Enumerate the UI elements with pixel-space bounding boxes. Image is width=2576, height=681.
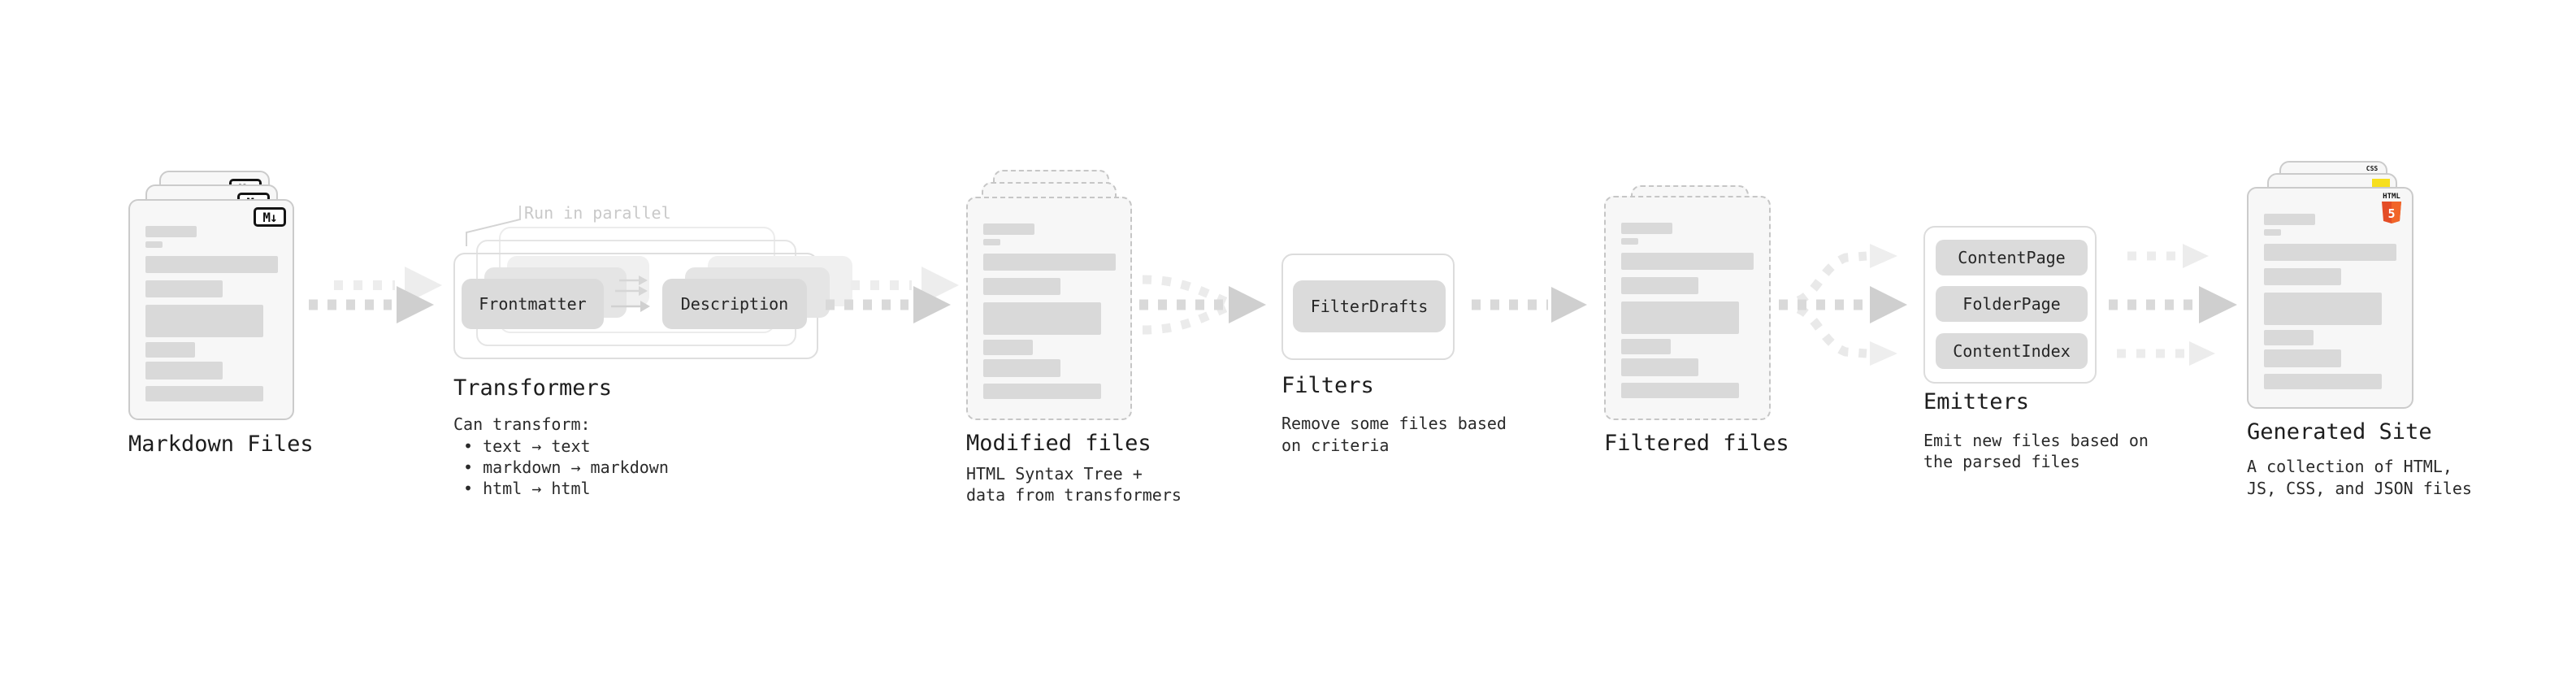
transformers-bullet: • text → text [463, 436, 591, 456]
filtered-file-card-front [1604, 196, 1771, 420]
arrow-filtered-to-emitters [1779, 244, 1907, 366]
transformers-label: Transformers [453, 375, 613, 401]
text-placeholder-bar [983, 384, 1101, 399]
text-placeholder-bar [145, 386, 263, 401]
text-placeholder-bar [1621, 358, 1698, 376]
text-placeholder-bar [983, 302, 1101, 335]
text-placeholder-bar [983, 278, 1060, 295]
text-placeholder-bar [145, 226, 197, 237]
contentindex-pill: ContentIndex [1936, 333, 2088, 369]
css-icon-label: CSS [2366, 165, 2379, 172]
text-placeholder-bar [2264, 244, 2396, 261]
arrow-modified-to-filters [1139, 275, 1266, 335]
text-placeholder-bar [1621, 238, 1638, 245]
emitters-subline: the parsed files [1923, 452, 2080, 471]
text-placeholder-bar [1621, 383, 1739, 398]
markdown-files-label: Markdown Files [128, 432, 314, 457]
run-in-parallel-connector [466, 206, 521, 246]
markdown-icon: M↓ [254, 207, 286, 227]
text-placeholder-bar [145, 362, 223, 380]
generated-html-file-card: HTML 5 [2247, 187, 2413, 409]
generated-site-subline: JS, CSS, and JSON files [2247, 479, 2472, 498]
text-placeholder-bar [1621, 253, 1754, 270]
arrow-filters-to-filtered [1472, 287, 1587, 323]
emitters-node: ContentPage FolderPage ContentIndex [1923, 226, 2097, 384]
transformers-bullet: • markdown → markdown [463, 458, 669, 477]
text-placeholder-bar [145, 342, 195, 358]
text-placeholder-bar [983, 254, 1116, 271]
modified-files-label: Modified files [966, 431, 1151, 456]
text-placeholder-bar [983, 239, 1000, 245]
modified-files-node [966, 170, 1132, 420]
transformers-node: Frontmatter Description [453, 226, 852, 361]
generated-site-label: Generated Site [2247, 419, 2432, 445]
html5-file-icon: HTML 5 [2381, 193, 2402, 223]
filters-node: FilterDrafts [1281, 254, 1455, 360]
filterdrafts-pill: FilterDrafts [1293, 280, 1446, 332]
html5-icon-word: HTML [2383, 193, 2400, 201]
transformers-desc: Can transform: [453, 414, 591, 434]
text-placeholder-bar [145, 241, 163, 248]
transformer-inner-arrows [611, 275, 650, 312]
text-placeholder-bar [2264, 214, 2315, 225]
text-placeholder-bar [145, 256, 278, 273]
arrow-transformers-to-modified [826, 267, 959, 323]
text-placeholder-bar [2264, 229, 2281, 236]
transformers-bullet: • html → html [463, 479, 591, 498]
text-placeholder-bar [983, 359, 1060, 377]
text-placeholder-bar [983, 223, 1034, 235]
text-placeholder-bar [2264, 349, 2341, 367]
text-placeholder-bar [2264, 330, 2314, 345]
html5-shield-icon: 5 [2382, 202, 2401, 223]
description-pill: Description [662, 279, 807, 329]
text-placeholder-bar [1621, 339, 1671, 354]
emitters-label: Emitters [1923, 389, 2030, 414]
contentpage-pill: ContentPage [1936, 240, 2088, 275]
generated-site-node: CSS HTML 5 [2247, 161, 2413, 409]
markdown-icon-label: M↓ [262, 209, 277, 225]
arrow-emitters-to-generated [2109, 244, 2237, 366]
text-placeholder-bar [983, 340, 1033, 355]
modified-file-card-front [966, 197, 1132, 420]
svg-text:5: 5 [2387, 206, 2395, 221]
text-placeholder-bar [2264, 293, 2382, 325]
text-placeholder-bar [1621, 277, 1698, 294]
modified-files-subline: HTML Syntax Tree + [966, 464, 1143, 484]
filtered-files-label: Filtered files [1604, 431, 1789, 456]
text-placeholder-bar [1621, 301, 1739, 334]
text-placeholder-bar [1621, 223, 1672, 234]
text-placeholder-bar [145, 280, 223, 297]
markdown-files-node: M↓ M↓ M↓ [128, 171, 294, 420]
arrow-markdown-to-transformers [309, 267, 442, 323]
folderpage-pill: FolderPage [1936, 286, 2088, 322]
run-in-parallel-note: Run in parallel [524, 203, 671, 223]
text-placeholder-bar [2264, 268, 2341, 285]
filters-subline: on criteria [1281, 436, 1390, 455]
frontmatter-pill: Frontmatter [462, 279, 604, 329]
modified-files-subline: data from transformers [966, 485, 1182, 505]
text-placeholder-bar [2264, 374, 2382, 389]
emitters-subline: Emit new files based on [1923, 431, 2149, 450]
filters-subline: Remove some files based [1281, 414, 1507, 433]
generated-site-subline: A collection of HTML, [2247, 457, 2452, 476]
filters-label: Filters [1281, 373, 1374, 398]
markdown-file-card-front: M↓ [128, 199, 294, 420]
filtered-files-node [1604, 185, 1771, 421]
text-placeholder-bar [145, 305, 263, 337]
